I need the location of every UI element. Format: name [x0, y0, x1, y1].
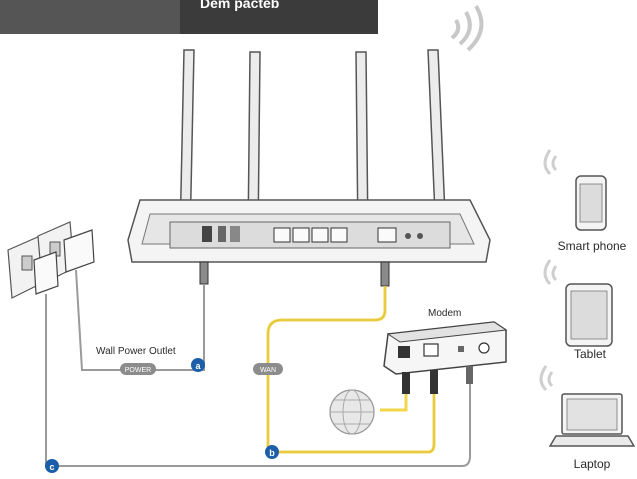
reset-button — [417, 233, 423, 239]
tablet-label: Tablet — [574, 347, 607, 361]
marker-c-text: c — [49, 462, 54, 472]
modem-indicator — [458, 346, 464, 352]
wan-tag-text: WAN — [260, 367, 276, 374]
marker-a-text: a — [195, 361, 201, 371]
tablet-wifi-icon — [543, 259, 558, 286]
marker-b: b — [265, 445, 279, 459]
laptop-wifi-icon — [539, 365, 554, 392]
modem — [383, 321, 508, 375]
power-switch — [218, 226, 226, 242]
wan-port — [377, 227, 397, 243]
power-port — [202, 226, 212, 242]
smart-phone-label: Smart phone — [558, 239, 627, 253]
router — [127, 199, 491, 263]
smart-phone: Smart phone — [543, 149, 627, 253]
marker-b-text: b — [269, 448, 275, 458]
ethernet-cable — [266, 261, 436, 454]
modem-ethernet-port — [423, 343, 439, 357]
banner-text: Dem pacteb — [200, 0, 279, 11]
router-power-adapter — [33, 251, 59, 295]
laptop-label: Laptop — [574, 457, 611, 471]
globe-icon — [329, 389, 375, 435]
wall-power-outlet-label: Wall Power Outlet — [96, 346, 176, 357]
power-cable-tag: POWER — [120, 363, 156, 375]
router-wifi-icon — [450, 4, 484, 52]
wps-button — [405, 233, 411, 239]
smart-phone-wifi-icon — [543, 149, 558, 176]
modem-label: Modem — [428, 308, 461, 319]
laptop: Laptop — [539, 365, 636, 471]
modem-power-port — [478, 342, 490, 354]
tablet: Tablet — [543, 259, 613, 361]
power-tag-text: POWER — [125, 367, 151, 374]
router-power-cable — [199, 261, 209, 362]
wall-power-outlet — [7, 221, 95, 299]
usb-port — [230, 226, 240, 242]
wan-cable-tag: WAN — [253, 363, 283, 375]
marker-c: c — [45, 459, 59, 473]
lan-ports — [273, 227, 348, 243]
marker-a: a — [191, 358, 205, 372]
internet-line — [380, 394, 408, 412]
modem-power-adapter — [63, 229, 95, 273]
power-cable-c — [45, 294, 471, 467]
modem-phone-port — [398, 346, 410, 358]
modem-cables — [380, 366, 473, 412]
top-banner: Dem pacteb — [0, 0, 378, 34]
